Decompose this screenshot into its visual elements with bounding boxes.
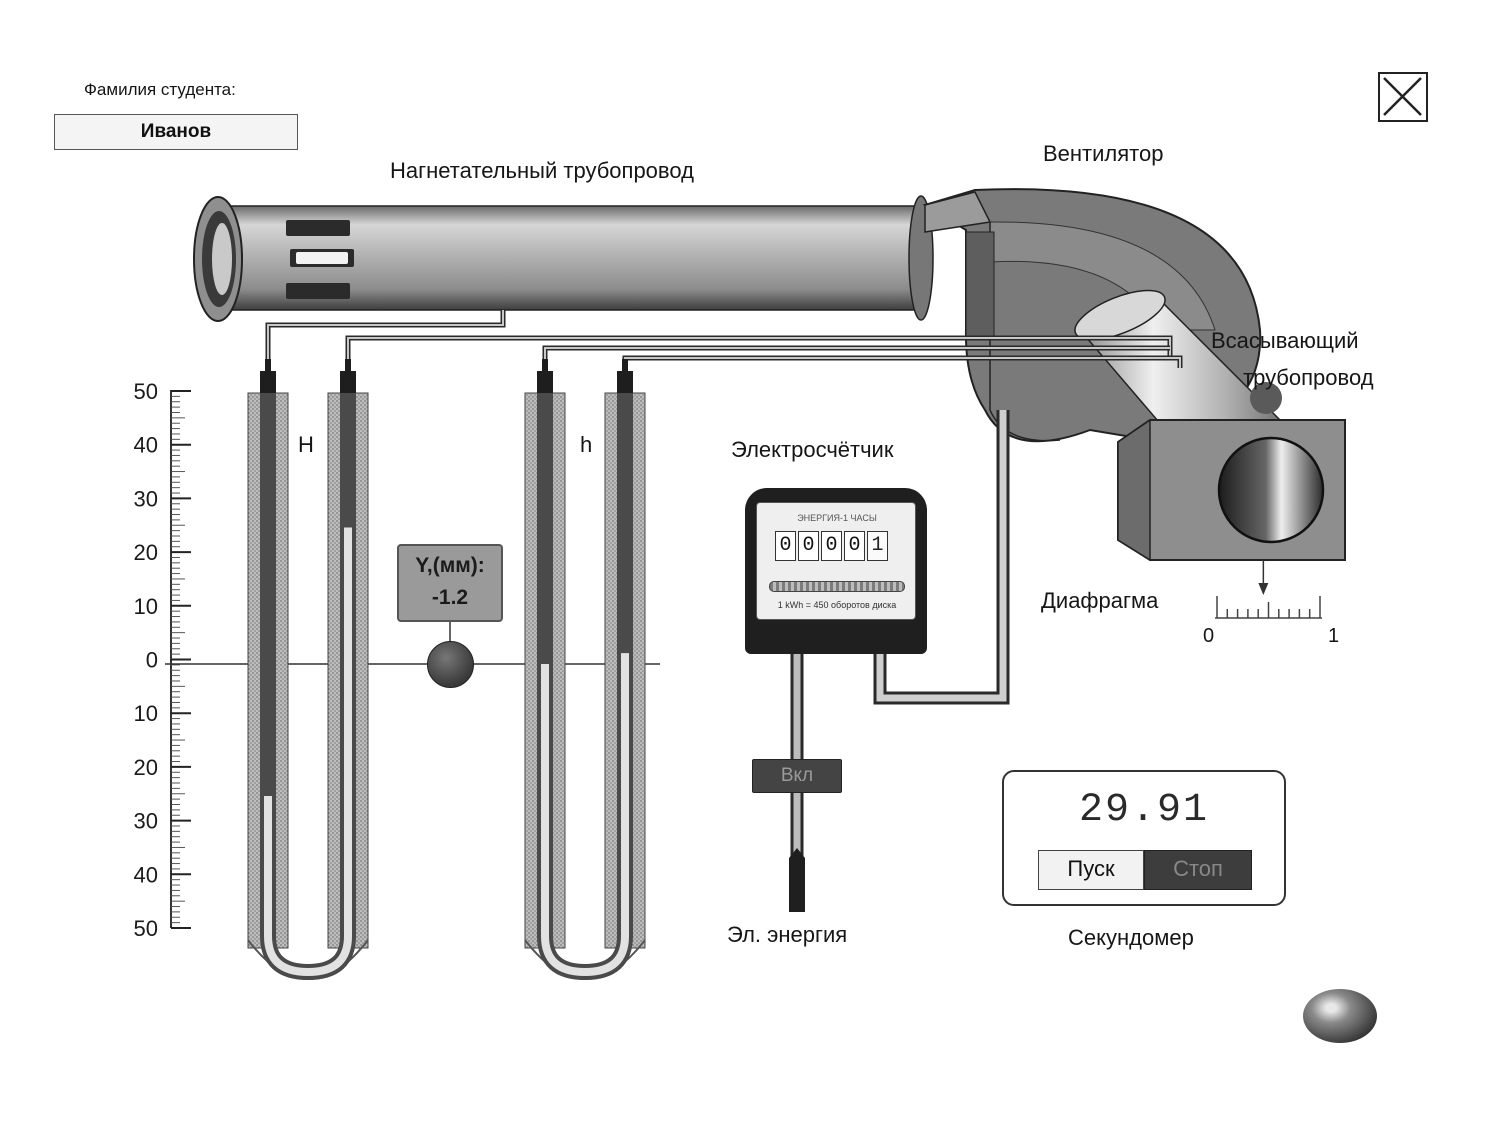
close-button[interactable] [1378, 72, 1428, 122]
meter-rate-text: 1 kWh = 450 оборотов диска [777, 600, 897, 610]
stopwatch-display: 29.91 [1078, 788, 1210, 833]
student-name-field[interactable] [54, 114, 298, 150]
meter-digit: 0 [821, 531, 842, 561]
scale-tick-label: 0 [146, 648, 158, 673]
diaphragm-scale-min: 0 [1203, 625, 1215, 647]
diaphragm-scale-max: 1 [1328, 625, 1340, 647]
y-readout: Y,(мм): -1.2 [397, 544, 503, 622]
manometer-h [524, 359, 646, 981]
diaphragm-label: Диафрагма [1041, 588, 1159, 613]
scale-tick-label: 50 [134, 916, 158, 941]
scale-tick-label: 30 [134, 809, 158, 834]
stopwatch-start-button[interactable]: Пуск [1038, 850, 1144, 890]
y-readout-value: -1.2 [431, 586, 469, 609]
scale-tick-label: 20 [134, 755, 158, 780]
scale-tick-label: 30 [134, 486, 158, 511]
stopwatch-stop-button[interactable]: Стоп [1144, 850, 1252, 890]
meter-digit: 0 [798, 531, 819, 561]
meter-model-text: ЭНЕРГИЯ-1 ЧАСЫ [797, 513, 877, 523]
manometer-H [247, 359, 369, 981]
suction-pipe-label-line1: Всасывающий [1211, 328, 1359, 353]
scale-tick-label: 40 [134, 862, 158, 887]
student-name-label: Фамилия студента: [84, 80, 236, 99]
power-plug [789, 848, 805, 912]
meter-wiring [790, 410, 1010, 912]
scale-tick-label: 10 [134, 594, 158, 619]
diaphragm-scale [1215, 560, 1322, 619]
stopwatch: 29.91 Пуск Стоп [1002, 770, 1286, 906]
meter-label: Электросчётчик [731, 437, 894, 462]
power-source-label: Эл. энергия [727, 922, 848, 947]
meter-counter: 0 0 0 0 1 [775, 531, 888, 561]
meter-digit-last: 1 [867, 531, 888, 561]
fan-label: Вентилятор [1043, 141, 1164, 166]
fan-housing [922, 188, 1346, 562]
scale-tick-label: 10 [134, 701, 158, 726]
y-readout-title: Y,(мм): [415, 554, 485, 577]
power-on-button[interactable]: Вкл [752, 759, 842, 793]
meter-face: ЭНЕРГИЯ-1 ЧАСЫ 0 0 0 0 1 1 kWh = 450 обо… [756, 502, 916, 620]
suction-pipe-label-line2: трубопровод [1243, 365, 1374, 390]
meter-digit: 0 [844, 531, 865, 561]
scale-tick-label: 20 [134, 540, 158, 565]
help-orb-icon[interactable] [1303, 989, 1377, 1043]
discharge-pipe [193, 195, 934, 322]
manometer-scale: 50 40 30 20 10 0 10 20 30 40 50 [134, 379, 660, 941]
scale-tick-label: 50 [134, 379, 158, 404]
y-adjust-knob[interactable] [427, 641, 474, 688]
close-icon [1383, 77, 1422, 116]
meter-disk [769, 581, 905, 592]
meter-digit: 0 [775, 531, 796, 561]
manometer-H-label: H [298, 432, 314, 457]
manometer-h-label: h [580, 432, 593, 457]
stopwatch-label: Секундомер [1068, 925, 1194, 950]
discharge-pipe-label: Нагнетательный трубопровод [390, 158, 694, 183]
scale-tick-label: 40 [134, 433, 158, 458]
